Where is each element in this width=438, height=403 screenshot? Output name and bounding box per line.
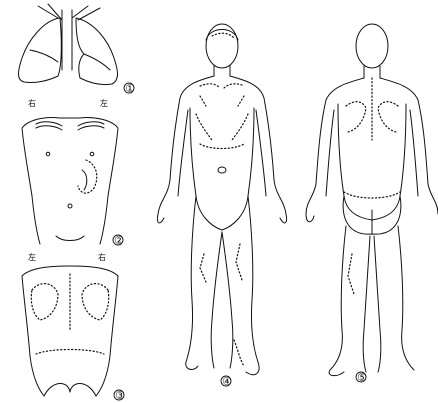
label-right-back: 右 — [98, 252, 106, 262]
back-body-figure — [306, 24, 438, 376]
fig5-label: ⑤ — [357, 371, 367, 384]
chest-front-figure: 右 左 — [22, 98, 118, 244]
label-left-back: 左 — [28, 252, 36, 262]
front-body-figure — [157, 24, 286, 375]
back-torso-figure: 左 右 — [22, 252, 118, 396]
label-left-front: 左 — [100, 98, 108, 108]
label-right-front: 右 — [28, 98, 36, 108]
fig2-label: ② — [114, 234, 124, 247]
fig3-label: ③ — [115, 389, 125, 402]
lungs-figure — [19, 4, 118, 85]
fig1-label: ① — [125, 82, 135, 95]
fig4-label: ④ — [222, 375, 232, 388]
